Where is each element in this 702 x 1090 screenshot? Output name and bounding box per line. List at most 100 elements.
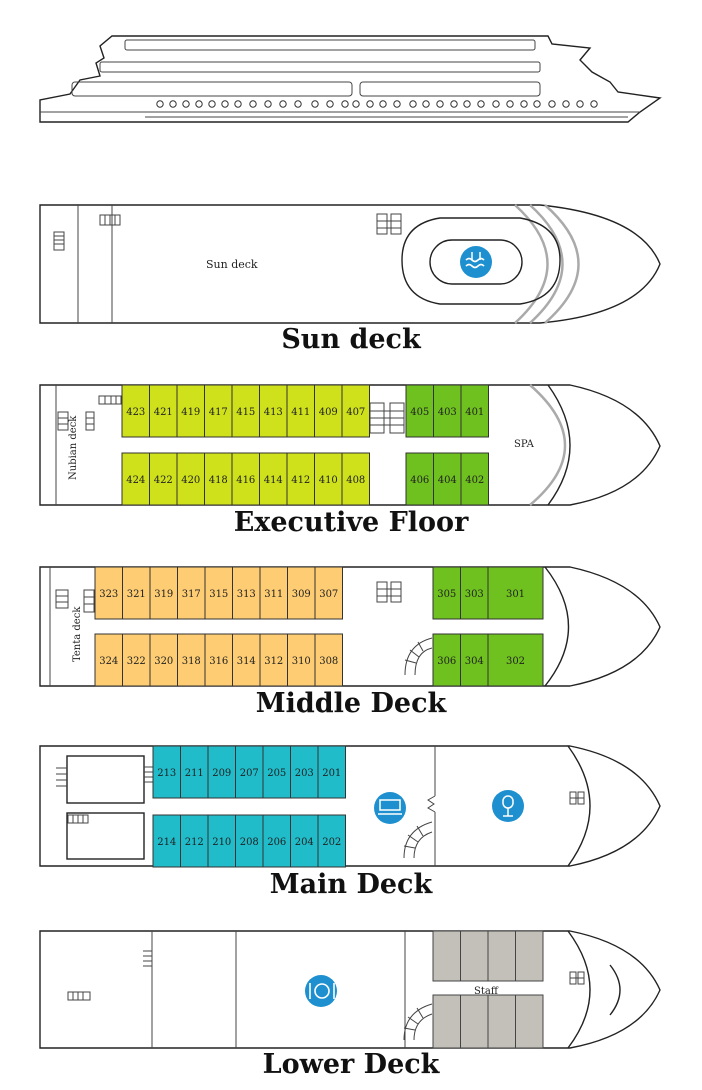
cabin-box[interactable] — [460, 452, 489, 506]
cabin-211[interactable]: 211 — [180, 745, 209, 799]
cabin-box[interactable] — [176, 452, 205, 506]
cabin-419[interactable]: 419 — [176, 384, 205, 438]
cabin-206[interactable]: 206 — [262, 814, 291, 868]
cabin-box[interactable] — [204, 566, 233, 620]
cabin-box[interactable] — [317, 745, 346, 799]
cabin-413[interactable]: 413 — [259, 384, 288, 438]
cabin-213[interactable]: 213 — [152, 745, 181, 799]
cabin-box[interactable] — [177, 566, 206, 620]
cabin-box[interactable] — [207, 745, 236, 799]
cabin-401[interactable]: 401 — [460, 384, 489, 438]
cabin-box[interactable] — [204, 384, 233, 438]
cabin-box[interactable] — [204, 633, 233, 687]
cabin-201[interactable]: 201 — [317, 745, 346, 799]
cabin-417[interactable]: 417 — [204, 384, 233, 438]
cabin-307[interactable]: 307 — [314, 566, 343, 620]
cabin-406[interactable]: 406 — [405, 452, 434, 506]
cabin-box[interactable] — [341, 384, 370, 438]
staff-room[interactable] — [487, 994, 516, 1049]
cabin-202[interactable]: 202 — [317, 814, 346, 868]
cabin-box[interactable] — [262, 745, 291, 799]
cabin-box[interactable] — [405, 452, 434, 506]
cabin-316[interactable]: 316 — [204, 633, 233, 687]
staff-room[interactable] — [432, 994, 461, 1049]
cabin-319[interactable]: 319 — [149, 566, 178, 620]
cabin-209[interactable]: 209 — [207, 745, 236, 799]
cabin-415[interactable]: 415 — [231, 384, 260, 438]
cabin-box[interactable] — [94, 566, 123, 620]
cabin-309[interactable]: 309 — [287, 566, 316, 620]
staff-room[interactable] — [432, 930, 461, 982]
cabin-324[interactable]: 324 — [94, 633, 123, 687]
cabin-402[interactable]: 402 — [460, 452, 489, 506]
cabin-210[interactable]: 210 — [207, 814, 236, 868]
cabin-box[interactable] — [314, 566, 343, 620]
cabin-412[interactable]: 412 — [286, 452, 315, 506]
cabin-203[interactable]: 203 — [290, 745, 319, 799]
cabin-box[interactable] — [487, 566, 544, 620]
cabin-423[interactable]: 423 — [121, 384, 150, 438]
cabin-box[interactable] — [259, 384, 288, 438]
cabin-301[interactable]: 301 — [487, 566, 544, 620]
cabin-420[interactable]: 420 — [176, 452, 205, 506]
cabin-311[interactable]: 311 — [259, 566, 288, 620]
staff-room[interactable] — [487, 930, 516, 982]
cabin-315[interactable]: 315 — [204, 566, 233, 620]
cabin-320[interactable]: 320 — [149, 633, 178, 687]
cabin-box[interactable] — [149, 384, 178, 438]
cabin-box[interactable] — [207, 814, 236, 868]
cabin-318[interactable]: 318 — [177, 633, 206, 687]
cabin-box[interactable] — [180, 814, 209, 868]
cabin-box[interactable] — [341, 452, 370, 506]
cabin-414[interactable]: 414 — [259, 452, 288, 506]
cabin-306[interactable]: 306 — [432, 633, 461, 687]
cabin-302[interactable]: 302 — [487, 633, 544, 687]
cabin-box[interactable] — [259, 633, 288, 687]
cabin-box[interactable] — [149, 452, 178, 506]
cabin-214[interactable]: 214 — [152, 814, 181, 868]
cabin-box[interactable] — [235, 814, 264, 868]
cabin-box[interactable] — [317, 814, 346, 868]
cabin-411[interactable]: 411 — [286, 384, 315, 438]
cabin-310[interactable]: 310 — [287, 633, 316, 687]
staff-room[interactable] — [460, 994, 489, 1049]
cabin-321[interactable]: 321 — [122, 566, 151, 620]
cabin-box[interactable] — [262, 814, 291, 868]
cabin-314[interactable]: 314 — [232, 633, 261, 687]
cabin-box[interactable] — [433, 452, 462, 506]
cabin-box[interactable] — [460, 384, 489, 438]
cabin-207[interactable]: 207 — [235, 745, 264, 799]
cabin-404[interactable]: 404 — [433, 452, 462, 506]
cabin-403[interactable]: 403 — [433, 384, 462, 438]
cabin-308[interactable]: 308 — [314, 633, 343, 687]
staff-room[interactable] — [460, 930, 489, 982]
cabin-box[interactable] — [122, 566, 151, 620]
cabin-box[interactable] — [460, 633, 489, 687]
cabin-box[interactable] — [433, 384, 462, 438]
cabin-204[interactable]: 204 — [290, 814, 319, 868]
cabin-box[interactable] — [290, 745, 319, 799]
cabin-box[interactable] — [152, 745, 181, 799]
cabin-box[interactable] — [314, 384, 343, 438]
cabin-305[interactable]: 305 — [432, 566, 461, 620]
cabin-box[interactable] — [176, 384, 205, 438]
cabin-box[interactable] — [432, 633, 461, 687]
cabin-box[interactable] — [460, 566, 489, 620]
cabin-box[interactable] — [121, 384, 150, 438]
cabin-407[interactable]: 407 — [341, 384, 370, 438]
cabin-208[interactable]: 208 — [235, 814, 264, 868]
cabin-box[interactable] — [432, 566, 461, 620]
cabin-312[interactable]: 312 — [259, 633, 288, 687]
cabin-422[interactable]: 422 — [149, 452, 178, 506]
cabin-408[interactable]: 408 — [341, 452, 370, 506]
cabin-313[interactable]: 313 — [232, 566, 261, 620]
cabin-424[interactable]: 424 — [121, 452, 150, 506]
cabin-box[interactable] — [259, 566, 288, 620]
cabin-box[interactable] — [314, 633, 343, 687]
cabin-416[interactable]: 416 — [231, 452, 260, 506]
cabin-box[interactable] — [286, 384, 315, 438]
cabin-405[interactable]: 405 — [405, 384, 434, 438]
cabin-box[interactable] — [231, 384, 260, 438]
cabin-322[interactable]: 322 — [122, 633, 151, 687]
cabin-205[interactable]: 205 — [262, 745, 291, 799]
